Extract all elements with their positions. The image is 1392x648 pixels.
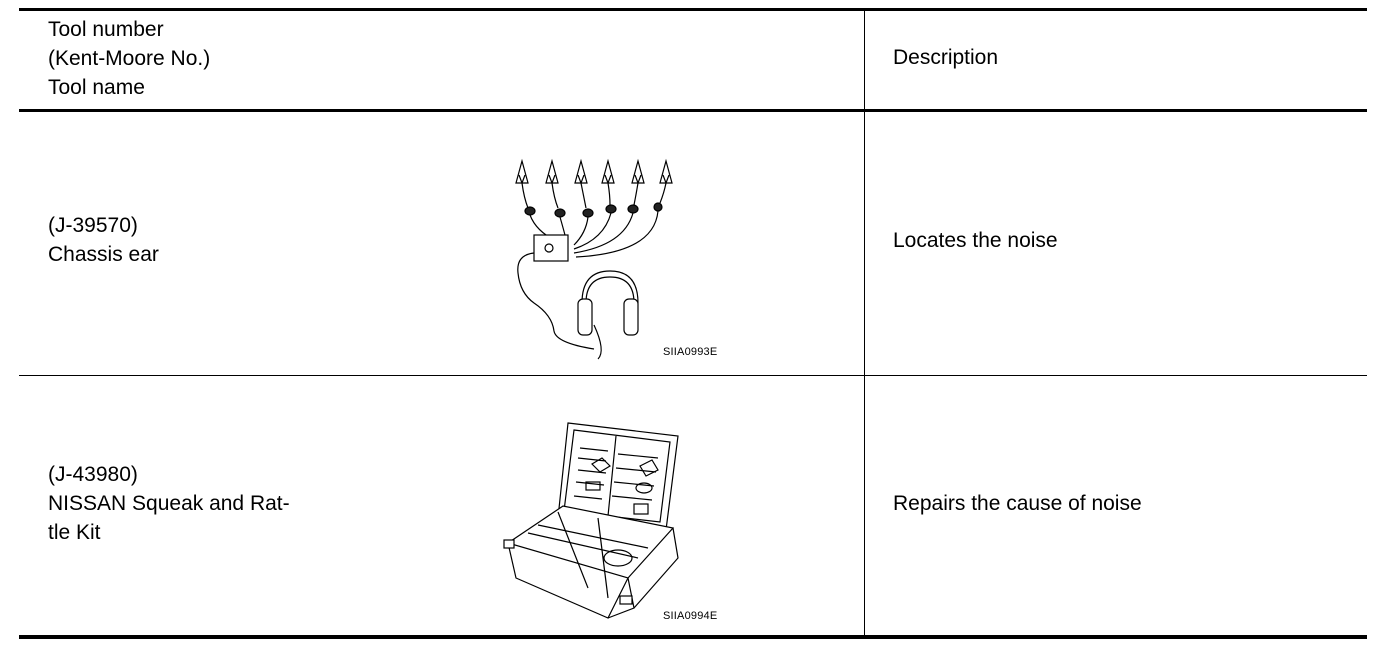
table-row-tool-cell: (J-43980) NISSAN Squeak and Rat- tle Kit bbox=[48, 463, 290, 544]
header-bottom-rule bbox=[19, 109, 1367, 112]
row-divider bbox=[19, 375, 1367, 376]
figure-code: SIIA0994E bbox=[663, 610, 718, 622]
table-row-tool-cell: (J-39570) Chassis ear bbox=[48, 214, 159, 266]
chassis-ear-illustration bbox=[515, 158, 673, 360]
table-bottom-rule bbox=[19, 635, 1367, 639]
column-divider bbox=[864, 11, 865, 635]
figure-code: SIIA0993E bbox=[663, 346, 718, 358]
table-row-description-cell: Locates the noise bbox=[893, 229, 1058, 252]
table-row-description-cell: Repairs the cause of noise bbox=[893, 492, 1142, 515]
squeak-rattle-kit-illustration bbox=[503, 422, 679, 619]
header-description-column: Description bbox=[893, 46, 999, 69]
header-tool-column: Tool number (Kent-Moore No.) Tool name bbox=[48, 18, 211, 99]
table-top-rule bbox=[19, 8, 1367, 11]
